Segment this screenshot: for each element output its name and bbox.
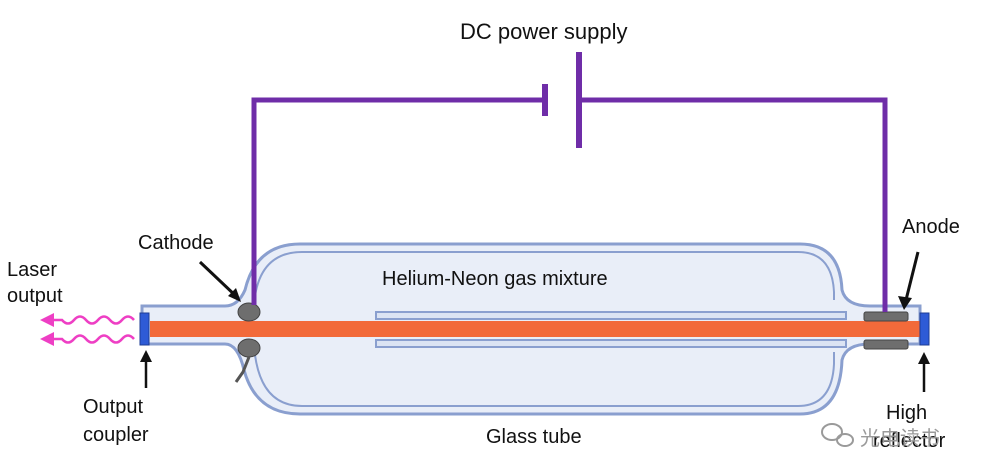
watermark-text: 光电读书 [860,426,940,450]
circuit-wire-left [251,97,545,305]
anode-electrode-bottom [863,339,909,350]
laser-output-arrowhead-top [40,313,54,327]
anode-electrode-top [863,311,909,322]
laser-output-arrowhead-bottom [40,332,54,346]
output-coupler-pointer-head [140,350,152,362]
cathode-lead [234,356,251,383]
cathode-electrode-bottom [237,338,261,358]
cathode-label: Cathode [138,232,214,254]
cathode-electrode-top [237,302,261,322]
high-reflector-mirror [919,312,930,346]
laser-output-wave-bottom [52,334,135,344]
anode-pointer [904,251,920,301]
output-coupler-label-line2: coupler [83,424,149,446]
glass-tube-inner-outline [254,251,835,300]
high-reflector-pointer-head [918,352,930,364]
glass-tube-label: Glass tube [486,426,582,448]
glass-tube-inner-outline-bottom [254,352,835,407]
high-reflector-label-line1: High [886,402,928,424]
chat-bubble-icon [821,423,854,447]
capillary-bore-top [375,311,847,320]
laser-output-wave-top [52,315,135,325]
dc-power-supply-label: DC power supply [460,19,628,44]
output-coupler-label-line1: Output [83,396,144,418]
high-reflector-label-line2: reflector [873,430,946,452]
output-coupler-mirror [139,312,150,346]
anode-label: Anode [902,216,960,238]
cathode-pointer [198,260,240,300]
cathode-pointer-head [228,288,241,302]
laser-output-label-line2: output [7,285,63,307]
capillary-bore-bottom [375,339,847,348]
laser-output-label-line1: Laser [7,259,58,281]
gas-mixture-label: Helium-Neon gas mixture [382,268,608,290]
laser-beam [150,321,920,337]
anode-pointer-head [898,296,912,310]
circuit-wire-right [579,97,888,312]
